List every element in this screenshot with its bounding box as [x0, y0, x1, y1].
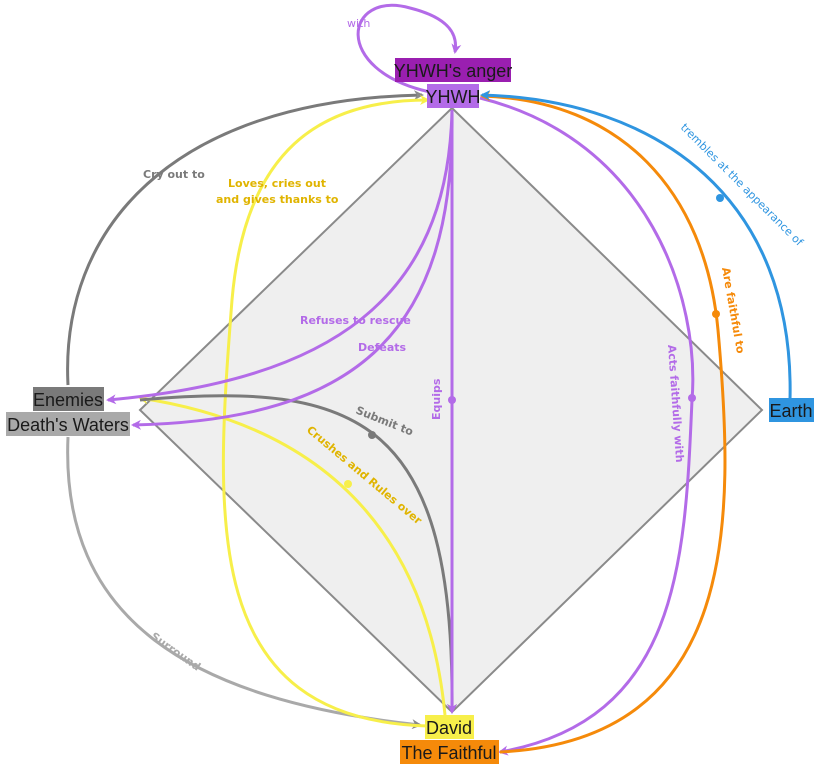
label-trembles: trembles at the appearance of: [678, 121, 806, 249]
label-are-faithful: Are faithful to: [719, 266, 747, 355]
edge-are-faithful: [480, 91, 727, 754]
label-loves-1: Loves, cries out: [228, 177, 326, 190]
node-enemies[interactable]: Enemies: [33, 387, 104, 411]
edge-loves: [221, 95, 430, 728]
label-with: with: [347, 17, 370, 30]
node-yhwh-label: YHWH: [426, 87, 481, 107]
edge-trembles: [480, 90, 792, 401]
node-earth-label: Earth: [769, 401, 812, 421]
node-yhwh-anger-label: YHWH's anger: [394, 61, 512, 81]
node-david-label: David: [426, 718, 472, 738]
trembles-midpoint: [716, 194, 724, 202]
node-the-faithful[interactable]: The Faithful: [400, 740, 499, 764]
node-david[interactable]: David: [425, 715, 474, 739]
crushes-midpoint: [344, 480, 352, 488]
node-yhwh-anger[interactable]: YHWH's anger: [394, 58, 512, 82]
submit-to-midpoint: [368, 431, 376, 439]
label-equips: Equips: [430, 378, 443, 420]
edge-refuses-to-rescue: [106, 109, 454, 405]
label-refuses-to-rescue: Refuses to rescue: [300, 314, 411, 327]
acts-faithfully-midpoint: [688, 394, 696, 402]
label-loves-2: and gives thanks to: [216, 193, 339, 206]
node-yhwh[interactable]: YHWH: [426, 84, 481, 108]
are-faithful-midpoint: [712, 310, 720, 318]
node-earth[interactable]: Earth: [769, 398, 814, 422]
edge-surround: [66, 436, 422, 730]
edge-with-loop: [356, 4, 462, 94]
equips-midpoint: [448, 396, 456, 404]
node-enemies-label: Enemies: [33, 390, 103, 410]
edge-cry-out-to: [66, 90, 424, 386]
label-cry-out-to: Cry out to: [143, 168, 205, 181]
label-surround: Surround: [148, 630, 203, 674]
node-deaths-waters-label: Death's Waters: [7, 415, 129, 435]
node-deaths-waters[interactable]: Death's Waters: [6, 412, 130, 436]
label-defeats: Defeats: [358, 341, 407, 354]
node-the-faithful-label: The Faithful: [401, 743, 496, 763]
edge-defeats: [131, 109, 454, 430]
edge-submit-to: [139, 394, 458, 714]
